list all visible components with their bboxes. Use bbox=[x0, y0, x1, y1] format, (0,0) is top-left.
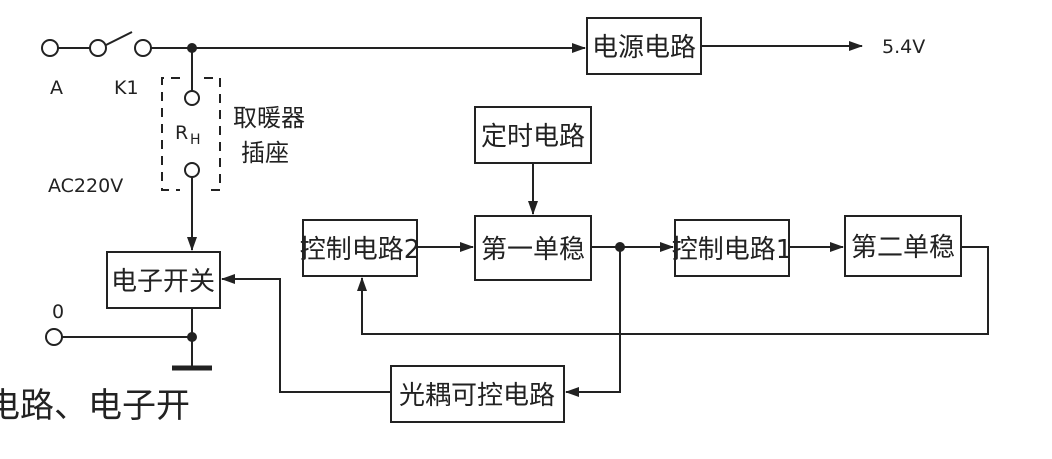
electronic-switch-block: 电子开关 bbox=[106, 251, 221, 309]
first-monostable-label: 第一单稳 bbox=[481, 235, 585, 265]
cropped-caption: 电路、电子开 bbox=[0, 386, 190, 426]
monostable-to-optocoupler-wire bbox=[565, 247, 621, 397]
second-monostable-block: 第二单稳 bbox=[844, 215, 962, 277]
terminal-a bbox=[41, 39, 59, 57]
optocoupler-to-switch-wire bbox=[221, 274, 391, 393]
resistor-subscript: H bbox=[190, 132, 201, 148]
electronic-switch-label: 电子开关 bbox=[111, 267, 215, 297]
first-monostable-block: 第一单稳 bbox=[474, 215, 592, 281]
control-circuit-2-block: 控制电路2 bbox=[300, 219, 421, 277]
heater-socket-label-2: 插座 bbox=[241, 139, 289, 167]
switch-k1-contact-right bbox=[134, 39, 152, 57]
heater-socket-label-1: 取暖器 bbox=[233, 104, 305, 132]
ac-input-label: AC220V bbox=[48, 175, 123, 197]
second-monostable-label: 第二单稳 bbox=[851, 233, 955, 263]
terminal-zero-label: 0 bbox=[52, 301, 64, 323]
timer-circuit-block: 定时电路 bbox=[474, 106, 592, 164]
output-voltage-label: 5.4V bbox=[882, 36, 925, 58]
optocoupler-circuit-block: 光耦可控电路 bbox=[390, 365, 565, 423]
timer-circuit-label: 定时电路 bbox=[481, 122, 585, 152]
terminal-zero bbox=[45, 328, 63, 346]
optocoupler-circuit-label: 光耦可控电路 bbox=[399, 381, 555, 411]
control-circuit-2-label: 控制电路2 bbox=[300, 235, 421, 265]
feedback-loop-wire bbox=[357, 246, 989, 335]
terminal-a-label: A bbox=[50, 77, 63, 99]
heater-socket: R H bbox=[161, 48, 221, 251]
power-circuit-label: 电源电路 bbox=[592, 33, 696, 63]
resistor-label: R bbox=[175, 122, 188, 144]
power-circuit-block: 电源电路 bbox=[586, 17, 702, 75]
switch-k1-label: K1 bbox=[114, 77, 139, 99]
control-circuit-1-label: 控制电路1 bbox=[672, 235, 793, 265]
switch-k1-contact-left bbox=[89, 39, 107, 57]
control-circuit-1-block: 控制电路1 bbox=[672, 219, 793, 277]
junction-neutral bbox=[187, 332, 197, 342]
